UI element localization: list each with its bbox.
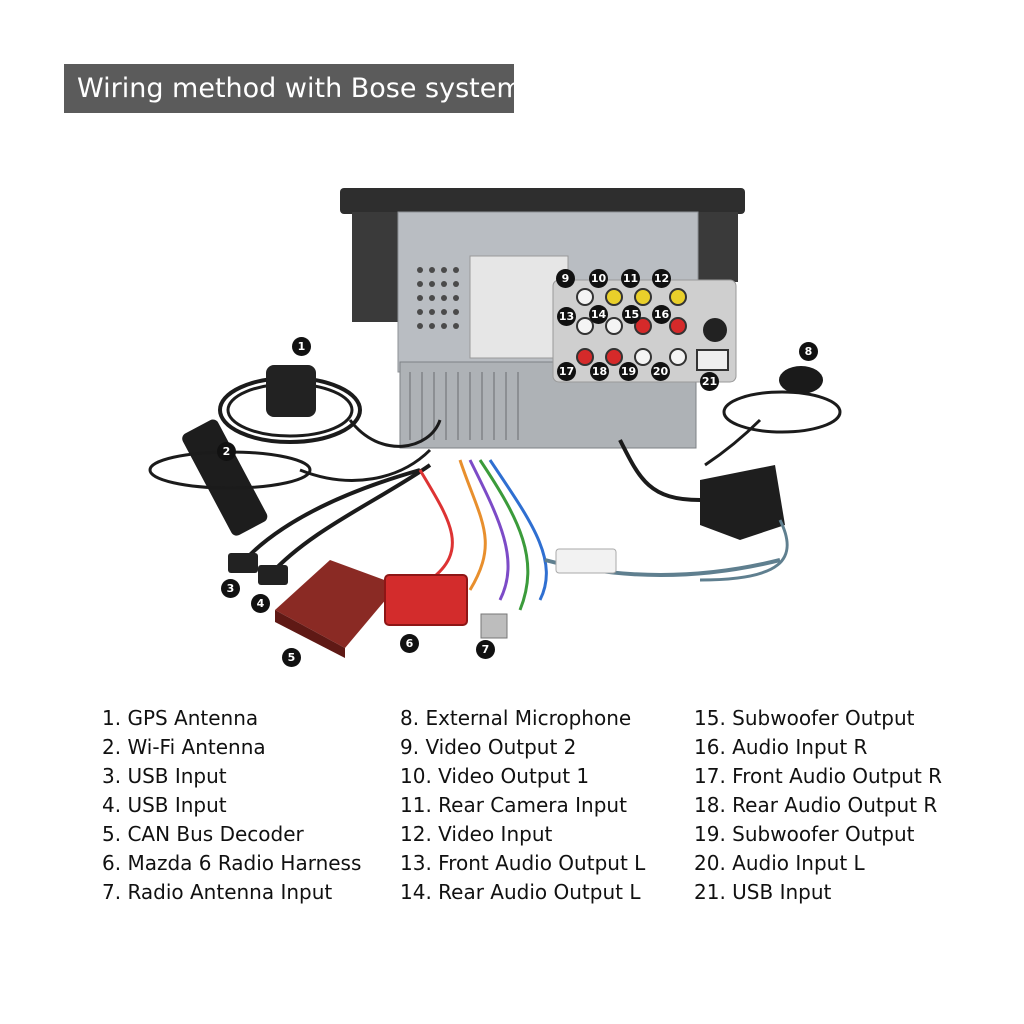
marker-12: 12 <box>652 269 671 288</box>
legend-column-3: 15. Subwoofer Output 16. Audio Input R 1… <box>694 704 942 907</box>
legend-item: 21. USB Input <box>694 880 832 904</box>
marker-18: 18 <box>590 362 609 381</box>
legend-item: 19. Subwoofer Output <box>694 822 915 846</box>
marker-20: 20 <box>651 362 670 381</box>
marker-13: 13 <box>557 307 576 326</box>
marker-7: 7 <box>476 640 495 659</box>
legend-item: 7. Radio Antenna Input <box>102 880 333 904</box>
legend-item: 5. CAN Bus Decoder <box>102 822 304 846</box>
bose-adapter-box <box>618 439 789 582</box>
page-title: Wiring method with Bose system <box>64 64 523 113</box>
legend-item: 3. USB Input <box>102 764 227 788</box>
legend-item: 8. External Microphone <box>400 706 632 730</box>
legend-item: 17. Front Audio Output R <box>694 764 943 788</box>
usb-cables <box>228 463 432 585</box>
marker-11: 11 <box>621 269 640 288</box>
legend-item: 12. Video Input <box>400 822 553 846</box>
can-bus-decoder <box>275 560 398 658</box>
legend-item: 13. Front Audio Output L <box>400 851 646 875</box>
legend-item: 9. Video Output 2 <box>400 735 577 759</box>
legend-item: 14. Rear Audio Output L <box>400 880 641 904</box>
gps-antenna <box>218 365 442 448</box>
marker-6: 6 <box>400 634 419 653</box>
legend-item: 10. Video Output 1 <box>400 764 590 788</box>
radio-harness <box>384 459 781 639</box>
legend-item: 1. GPS Antenna <box>102 706 259 730</box>
marker-21: 21 <box>700 372 719 391</box>
marker-5: 5 <box>282 648 301 667</box>
external-microphone <box>704 366 842 467</box>
marker-4: 4 <box>251 594 270 613</box>
legend-item: 15. Subwoofer Output <box>694 706 915 730</box>
marker-10: 10 <box>589 269 608 288</box>
legend-item: 20. Audio Input L <box>694 851 865 875</box>
marker-3: 3 <box>221 579 240 598</box>
legend-item: 4. USB Input <box>102 793 227 817</box>
marker-15: 15 <box>622 305 641 324</box>
marker-19: 19 <box>619 362 638 381</box>
legend-column-2: 8. External Microphone 9. Video Output 2… <box>400 704 645 907</box>
marker-17: 17 <box>557 362 576 381</box>
marker-16: 16 <box>652 305 671 324</box>
marker-2: 2 <box>217 442 236 461</box>
legend-item: 6. Mazda 6 Radio Harness <box>102 851 362 875</box>
rca-panel <box>552 279 737 383</box>
legend-item: 2. Wi-Fi Antenna <box>102 735 266 759</box>
marker-1: 1 <box>292 337 311 356</box>
legend-item: 11. Rear Camera Input <box>400 793 627 817</box>
legend-column-1: 1. GPS Antenna 2. Wi-Fi Antenna 3. USB I… <box>102 704 361 907</box>
legend-item: 18. Rear Audio Output R <box>694 793 938 817</box>
marker-8: 8 <box>799 342 818 361</box>
legend-item: 16. Audio Input R <box>694 735 868 759</box>
marker-14: 14 <box>589 305 608 324</box>
marker-9: 9 <box>556 269 575 288</box>
